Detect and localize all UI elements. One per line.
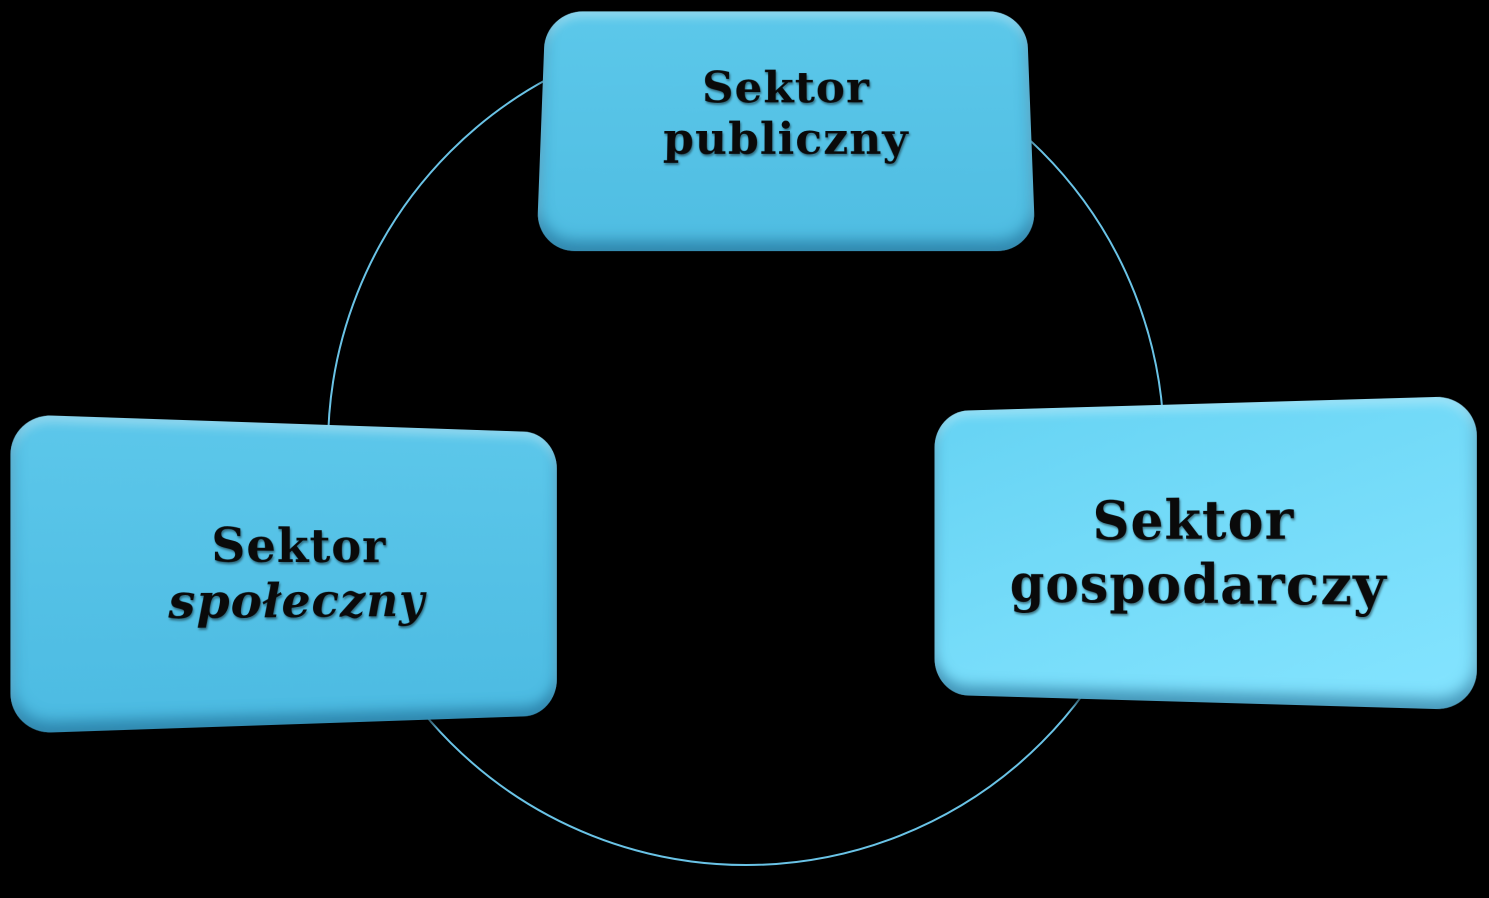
node-economic-label-line1: Sektor bbox=[1092, 486, 1295, 553]
node-public-sector: Sektor publiczny bbox=[536, 11, 1036, 252]
node-economic-label-line2: gospodarczy bbox=[1009, 551, 1387, 619]
node-public-label-line2: publiczny bbox=[662, 114, 910, 165]
node-public-label-line1: Sektor bbox=[701, 63, 871, 114]
node-economic-sector: Sektor gospodarczy bbox=[934, 395, 1477, 711]
node-social-sector: Sektor społeczny bbox=[10, 414, 557, 734]
node-social-label-line1: Sektor bbox=[211, 517, 387, 574]
node-social-label-line2: społeczny bbox=[168, 574, 426, 631]
